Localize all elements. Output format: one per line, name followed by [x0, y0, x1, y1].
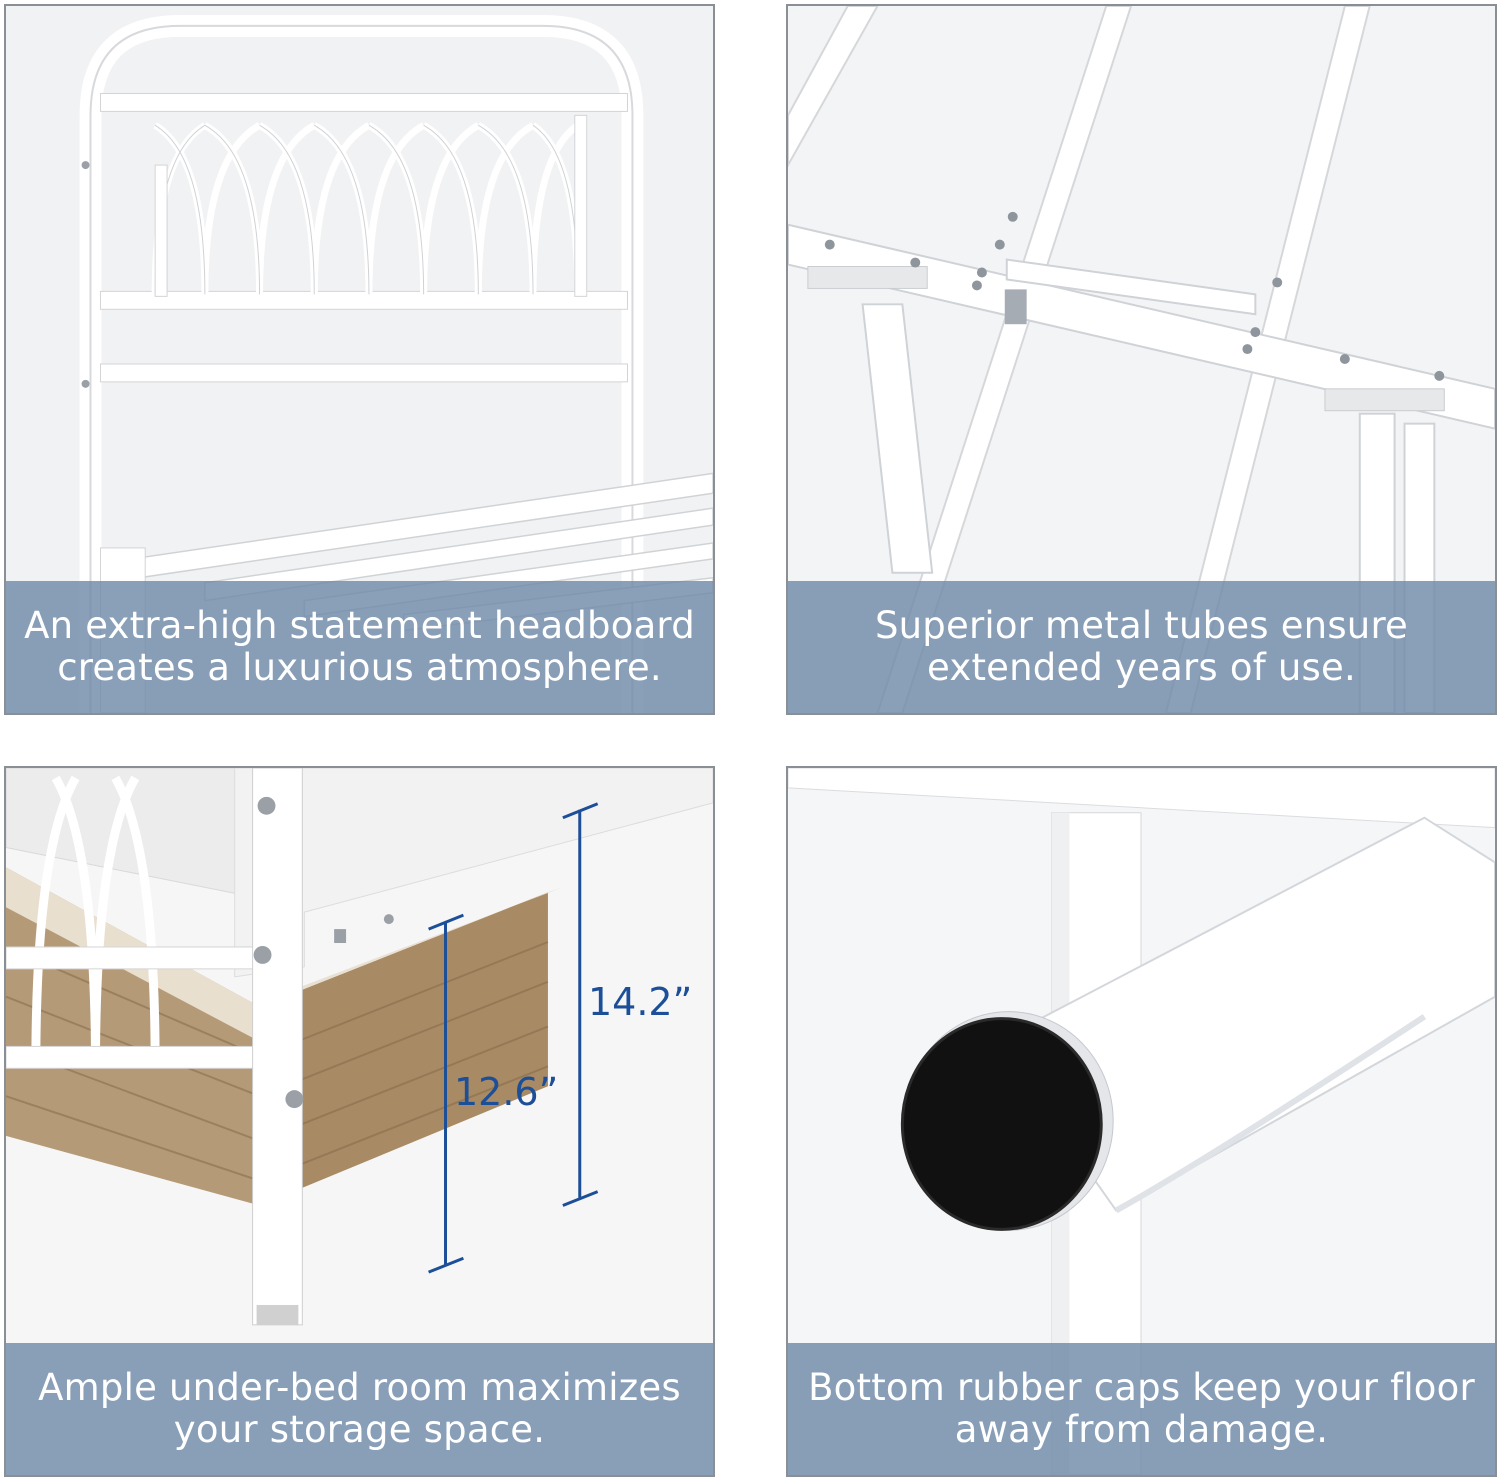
- panel-rubber-caps: Bottom rubber caps keep your floor away …: [786, 766, 1497, 1477]
- panel-headboard: An extra-high statement headboard create…: [4, 4, 715, 715]
- dimension-inner-height: 12.6”: [454, 1070, 559, 1114]
- panel-under-bed-storage: 14.2” 12.6” Ample under-bed room maximiz…: [4, 766, 715, 1477]
- caption-rubber-caps: Bottom rubber caps keep your floor away …: [788, 1343, 1495, 1475]
- dimension-outer-height: 14.2”: [588, 980, 693, 1024]
- caption-metal-tubes: Superior metal tubes ensure extended yea…: [788, 581, 1495, 713]
- caption-under-bed-storage: Ample under-bed room maximizes your stor…: [6, 1343, 713, 1475]
- panel-metal-tubes: Superior metal tubes ensure extended yea…: [786, 4, 1497, 715]
- caption-headboard: An extra-high statement headboard create…: [6, 581, 713, 713]
